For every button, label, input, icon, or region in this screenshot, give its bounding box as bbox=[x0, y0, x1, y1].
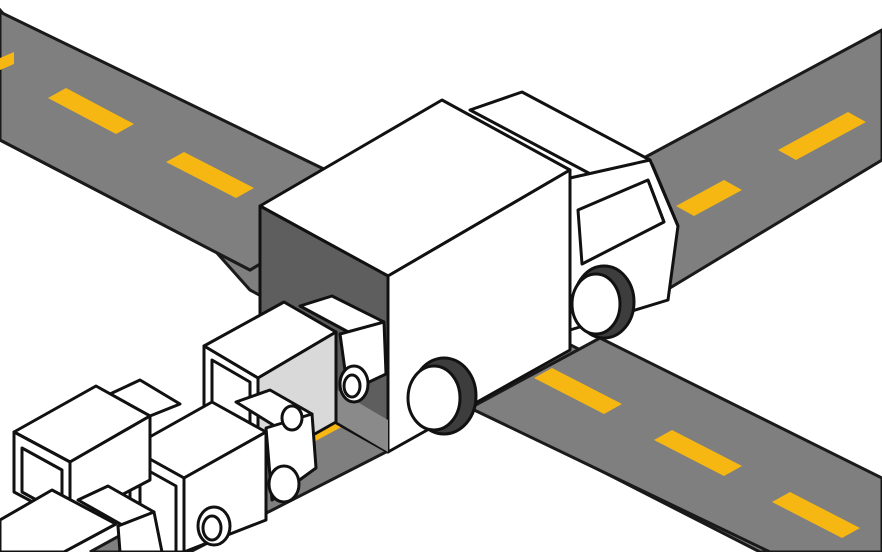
lane-marking bbox=[166, 152, 254, 198]
lane-marking bbox=[772, 492, 860, 538]
small-truck-icon bbox=[0, 484, 164, 552]
lane-marking bbox=[48, 88, 134, 134]
lane-marking bbox=[676, 180, 742, 216]
wheel bbox=[570, 264, 636, 340]
wheel bbox=[406, 356, 478, 436]
lane-marking bbox=[654, 430, 742, 476]
lane-marking bbox=[534, 368, 622, 414]
lane-marking bbox=[0, 52, 14, 70]
large-truck-icon bbox=[258, 90, 680, 454]
lane-marking bbox=[778, 112, 866, 160]
